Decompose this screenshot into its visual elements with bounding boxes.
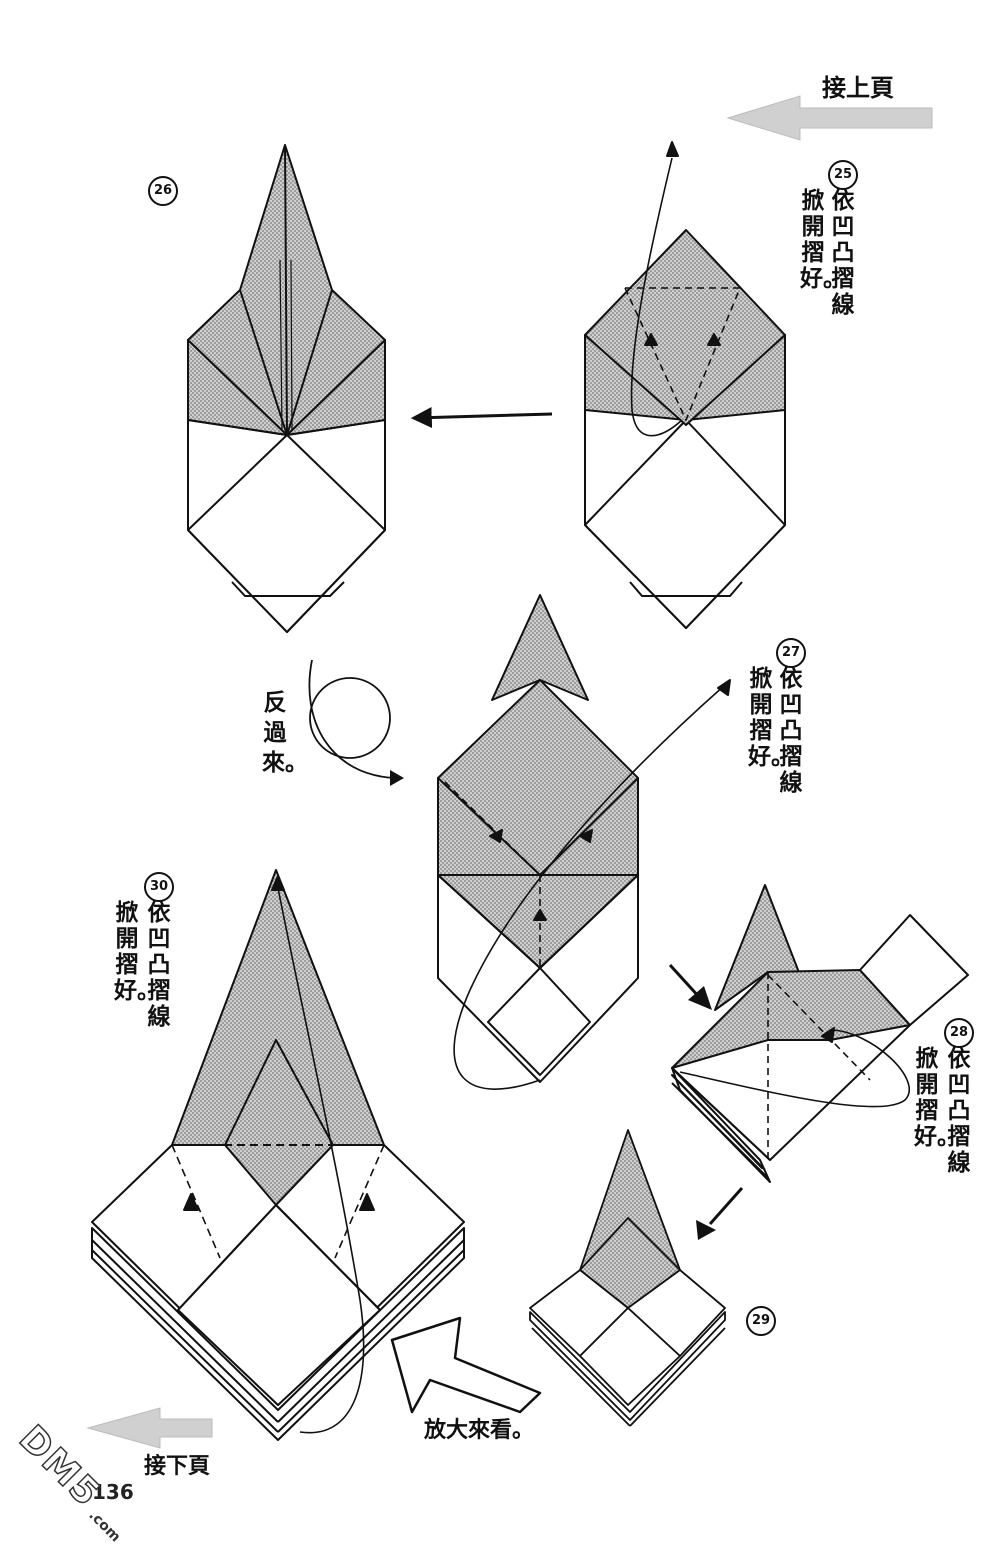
step-28-diagram <box>671 884 969 1183</box>
step-30-diagram <box>91 869 465 1441</box>
step-arrow-28-29 <box>696 1187 744 1240</box>
step-30-line-1: 依凹凸摺線 <box>147 900 171 1030</box>
step-28-line-1: 依凹凸摺線 <box>947 1046 971 1176</box>
zoom-label: 放大來看。 <box>424 1418 535 1443</box>
step-25-diagram <box>584 141 786 629</box>
step-number-30: 30 <box>144 872 174 902</box>
page-number: 136 <box>92 1480 134 1504</box>
prev-page-label: 接上頁 <box>822 74 894 102</box>
zoom-arrow <box>390 1316 542 1414</box>
step-27-line-1: 依凹凸摺線 <box>779 666 803 796</box>
step-number-29: 29 <box>746 1306 776 1336</box>
next-page-label: 接下頁 <box>144 1454 211 1479</box>
step-30-line-2: 掀開摺好。 <box>114 900 160 1004</box>
step-25-line-1: 依凹凸摺線 <box>831 188 855 318</box>
step-27-diagram <box>437 594 731 1090</box>
step-27-line-2: 掀開摺好。 <box>748 666 794 770</box>
step-28-line-2: 掀開摺好。 <box>914 1046 960 1150</box>
turn-over-label: 反過來。 <box>262 690 308 776</box>
step-arrow-27-28 <box>668 963 712 1010</box>
step-number-25: 25 <box>828 160 858 190</box>
prev-page-arrow <box>726 95 933 141</box>
next-page-arrow <box>86 1407 213 1449</box>
step-26-diagram <box>187 144 386 633</box>
step-number-27: 27 <box>776 638 806 668</box>
step-29-diagram <box>529 1129 726 1427</box>
step-number-28: 28 <box>944 1018 974 1048</box>
flip-over-symbol <box>308 659 404 786</box>
step-arrow-25-26 <box>410 407 553 429</box>
step-25-line-2: 掀開摺好。 <box>800 188 846 292</box>
step-number-26: 26 <box>148 176 178 206</box>
